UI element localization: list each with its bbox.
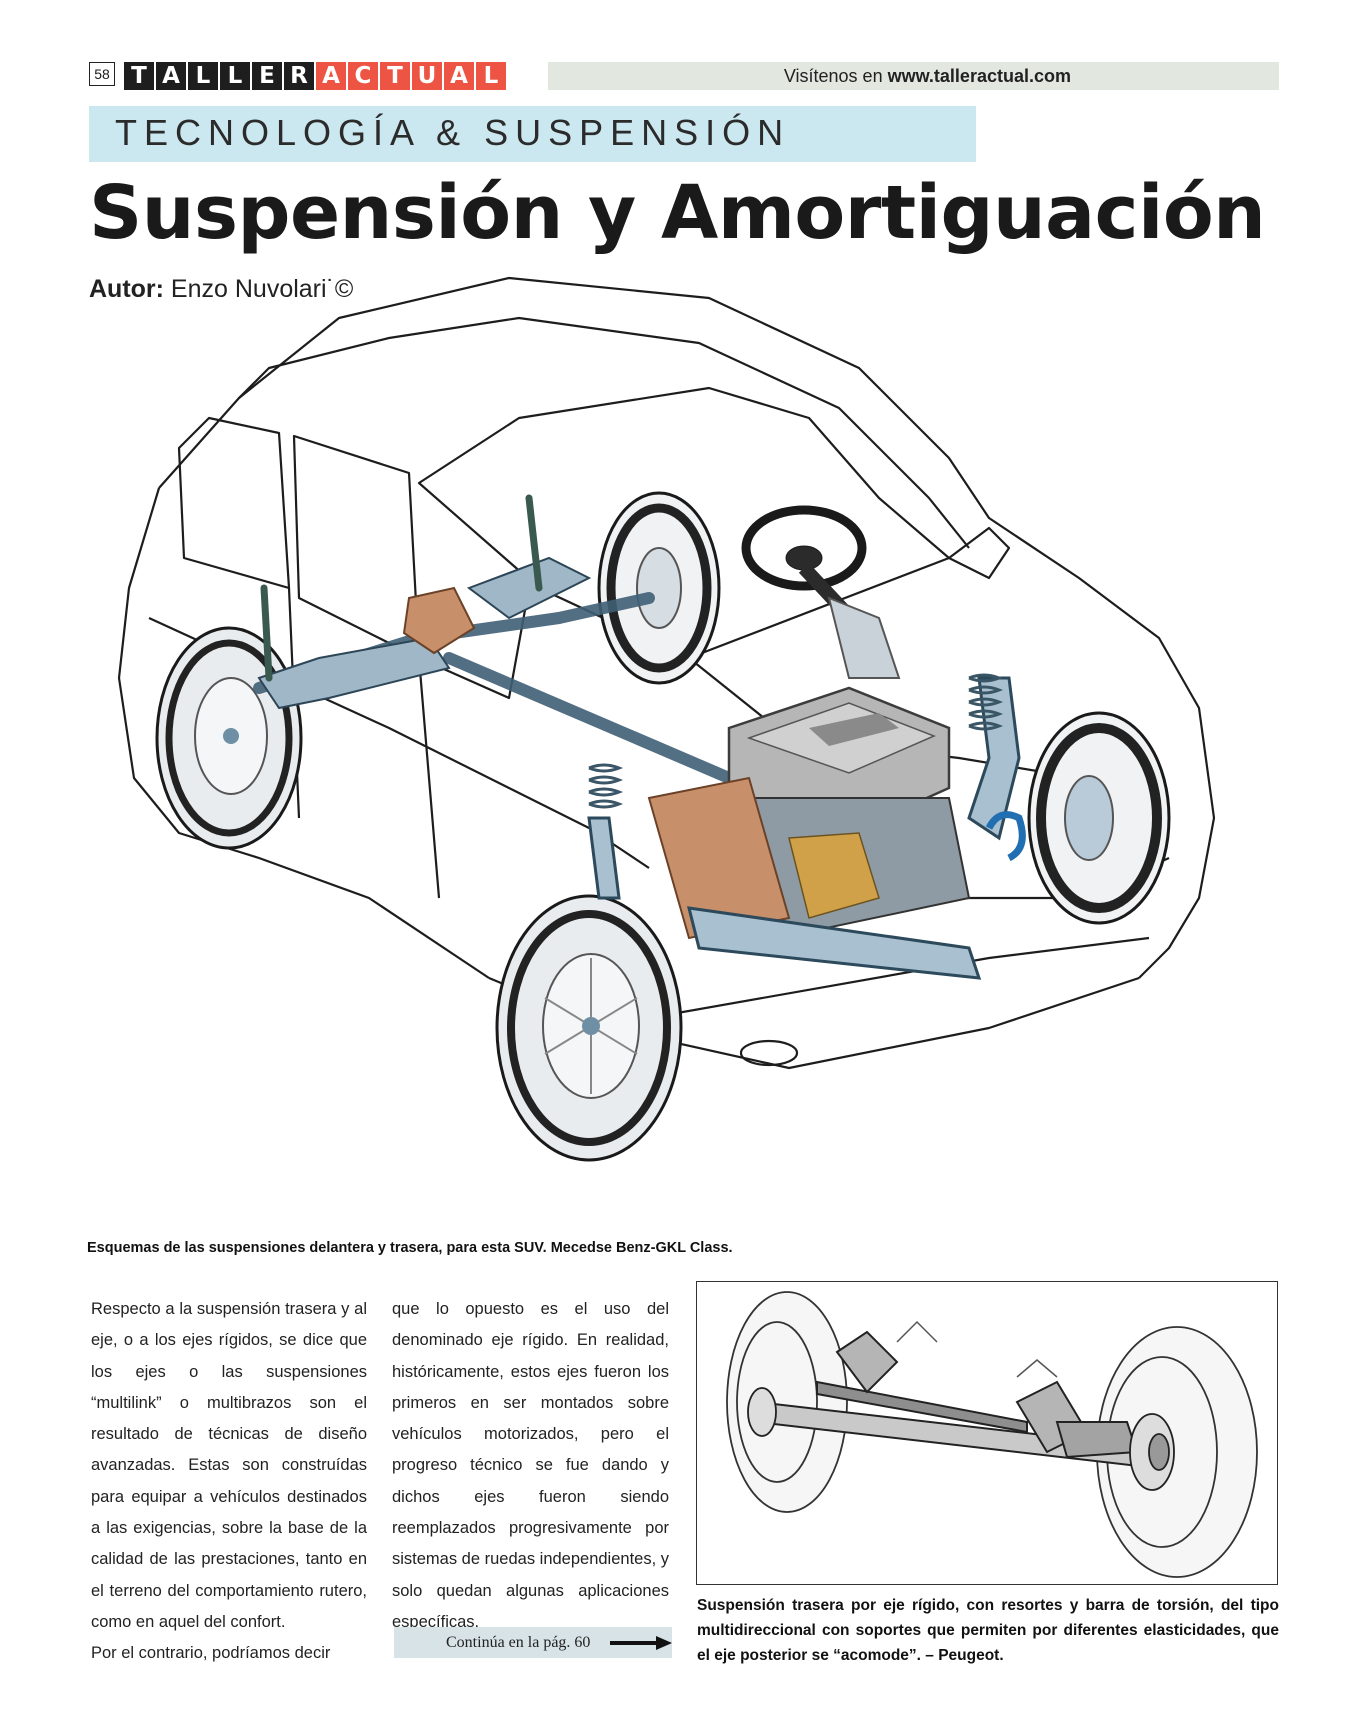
logo-letter: T (380, 62, 410, 90)
logo-letter: L (188, 62, 218, 90)
suv-suspension-illustration (117, 276, 1216, 1162)
continue-banner[interactable]: Continúa en la pág. 60 (394, 1627, 672, 1658)
rear-figure-caption: Suspensión trasera por eje rígido, con r… (697, 1597, 1279, 1664)
logo-letter: A (156, 62, 186, 90)
website-note: Visítenos en www.talleractual.com (784, 66, 1071, 87)
section-kicker: TECNOLOGÍA & SUSPENSIÓN (115, 112, 791, 153)
front-left-wheel (495, 894, 683, 1162)
magazine-logo: T A L L E R A C T U A L (124, 62, 506, 90)
logo-letter: A (316, 62, 346, 90)
logo-letter: R (284, 62, 314, 90)
front-right-wheel (1027, 711, 1171, 925)
author-line: Autor: Enzo Nuvolari˙© (89, 275, 353, 304)
logo-letter: U (412, 62, 442, 90)
author-copyright: ˙© (326, 275, 354, 303)
body-column-2: que lo opuesto es el uso del denominado … (392, 1294, 669, 1638)
website-prefix: Visítenos en (783, 66, 888, 86)
section-kicker-band (89, 106, 976, 162)
arrow-right-icon (610, 1636, 672, 1650)
continue-text: Continúa en la pág. 60 (446, 1633, 591, 1651)
body-paragraph: Respecto a la suspensión trasera y al ej… (91, 1300, 367, 1631)
article-title: Suspensión y Amortiguación (89, 170, 1266, 256)
engine-block (647, 686, 971, 940)
logo-letter: T (124, 62, 154, 90)
logo-letter: E (252, 62, 282, 90)
logo-letter: L (476, 62, 506, 90)
logo-letter: A (444, 62, 474, 90)
rear-left-wheel (155, 626, 303, 850)
body-paragraph: Por el contrario, podríamos decir (91, 1644, 331, 1663)
body-paragraph: que lo opuesto es el uso del denominado … (392, 1300, 670, 1631)
rear-axle-figure (696, 1281, 1278, 1585)
logo-letter: L (220, 62, 250, 90)
header-band (548, 62, 1279, 90)
rear-right-wheel (597, 491, 721, 685)
main-figure-caption: Esquemas de las suspensiones delantera y… (87, 1240, 733, 1256)
author-name: Enzo Nuvolari (163, 275, 327, 303)
author-label: Autor: (89, 275, 164, 303)
steering-wheel (741, 505, 901, 679)
body-column-1: Respecto a la suspensión trasera y al ej… (91, 1294, 367, 1670)
logo-letter: C (348, 62, 378, 90)
page-number: 58 (89, 62, 115, 86)
website-url[interactable]: www.talleractual.com (887, 66, 1071, 86)
rear-axle-illustration (726, 1291, 1258, 1578)
